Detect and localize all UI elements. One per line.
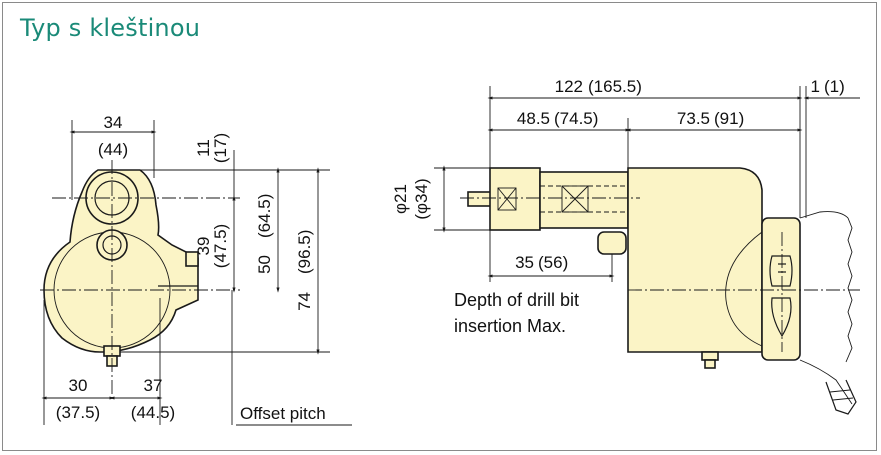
dim-height-total-alt: (96.5) — [295, 230, 314, 274]
side-hex-cross — [497, 187, 517, 211]
spindle-nozzle — [825, 379, 857, 415]
offset-pitch-label: Offset pitch — [240, 404, 326, 423]
side-rear-cap — [761, 217, 801, 361]
dim-width-left: 30 — [69, 376, 88, 395]
side-view: 122 (165.5) 1 (1) 48.5 (74.5) 73.5 (91) … — [391, 77, 860, 415]
side-bump — [597, 231, 627, 255]
dim-length-rear-alt: (91) — [714, 109, 744, 128]
depth-note-line1: Depth of drill bit — [454, 290, 579, 310]
dim-width-top-alt: (44) — [98, 140, 128, 159]
dim-height-center-alt: (47.5) — [211, 224, 230, 268]
dim-height-total: 74 — [295, 292, 314, 311]
dim-length-rear: 73.5 — [677, 109, 710, 128]
front-view: 34 (44) 11 (17) 39 (47.5) 50 (64.5) 74 (… — [40, 113, 352, 426]
dim-height-center: 39 — [194, 237, 213, 256]
dim-length-total-alt: (165.5) — [588, 77, 642, 96]
dim-length-total: 122 — [555, 77, 583, 96]
side-collet — [489, 167, 541, 231]
side-hex-collet — [497, 187, 517, 211]
dim-diameter: φ21 — [391, 184, 410, 214]
dim-height-top: 11 — [194, 139, 213, 157]
dim-width-left-alt: (37.5) — [56, 403, 100, 422]
dim-height-top-alt: (17) — [211, 133, 230, 163]
side-cap-slot — [771, 297, 792, 338]
side-nut — [539, 171, 629, 229]
spindle-nozzle-line — [832, 397, 854, 401]
side-fitting-base — [701, 351, 719, 361]
dim-width-right: 37 — [144, 376, 163, 395]
dim-depth-alt: (56) — [538, 253, 568, 272]
side-fitting-nut — [704, 359, 716, 369]
spindle-outline — [799, 359, 853, 405]
dim-width-right-alt: (44.5) — [131, 403, 175, 422]
front-view-body — [43, 169, 199, 353]
dim-length-end: 1 — [811, 77, 820, 96]
depth-note-line2: insertion Max. — [454, 316, 566, 336]
side-hex-cross — [561, 185, 589, 213]
front-side-lug — [185, 251, 199, 267]
side-housing-arc — [725, 231, 763, 347]
dim-height-mid-alt: (64.5) — [255, 194, 274, 238]
spindle-outline — [799, 211, 849, 219]
dim-depth: 35 — [515, 253, 534, 272]
spindle-nozzle-line — [829, 389, 851, 393]
dim-length-end-alt: (1) — [824, 77, 845, 96]
dim-length-front: 48.5 — [517, 109, 550, 128]
dim-height-mid: 50 — [255, 255, 274, 274]
dim-length-front-alt: (74.5) — [554, 109, 598, 128]
spindle-break-line — [845, 217, 853, 363]
dim-diameter-alt: (φ34) — [412, 178, 431, 219]
page-title: Typ s kleštinou — [20, 14, 201, 42]
side-housing — [627, 167, 763, 353]
side-cap-window — [769, 255, 793, 287]
dim-width-top: 34 — [104, 113, 123, 132]
